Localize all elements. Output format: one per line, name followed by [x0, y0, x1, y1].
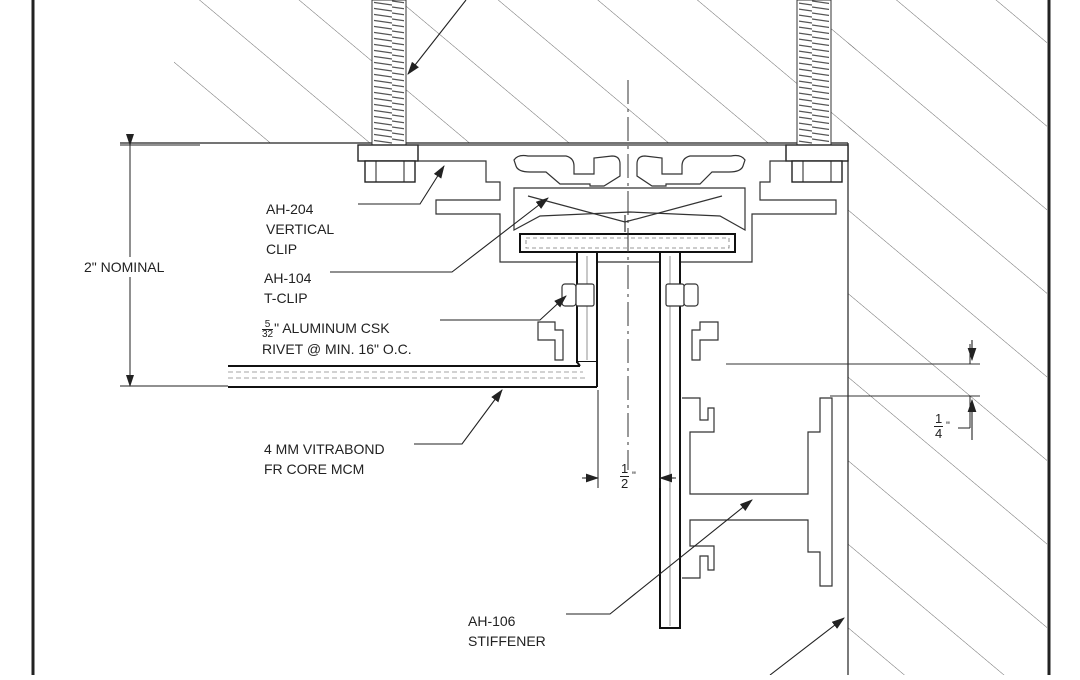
quarter-num: 1: [934, 411, 944, 427]
dimension-label-bg: [78, 257, 182, 277]
stiffener-extrusion: [682, 397, 833, 587]
sheet-border: [31, 0, 1051, 680]
rivet-fraction-num: 5: [262, 319, 274, 330]
t-clip-line2: T-CLIP: [264, 290, 308, 306]
mcm-line1: 4 MM VITRABOND: [264, 441, 385, 457]
t-clip-code: AH-104: [264, 270, 312, 286]
reference-lines: [726, 363, 980, 397]
dimension-half-text: 1 2: [620, 461, 630, 491]
vertical-clip-line2: VERTICAL: [266, 221, 335, 237]
stiffener-line2: STIFFENER: [468, 633, 546, 649]
rivet-line1-text: " ALUMINUM CSK: [274, 320, 390, 336]
label-stiffener: AH-106 STIFFENER: [468, 611, 546, 651]
dimension-2-nominal-text: 2" NOMINAL: [84, 259, 165, 275]
vertical-clip-extrusion: [417, 144, 837, 263]
t-clip: [519, 233, 736, 629]
leaders: [330, 0, 977, 676]
mcm-panel: [228, 361, 598, 388]
quarter-den: 4: [935, 426, 943, 441]
dimension-quarter-unit: ": [946, 420, 950, 432]
substrate-top-hatch: [120, 0, 856, 144]
label-mcm: 4 MM VITRABOND FR CORE MCM: [264, 439, 385, 479]
dimension-quarter-text: 1 4: [934, 411, 944, 441]
screw-left: [357, 0, 419, 183]
rivet-left: [561, 283, 595, 307]
label-vertical-clip: AH-204 VERTICAL CLIP: [266, 199, 334, 259]
vertical-clip-code: AH-204: [266, 201, 314, 217]
screw-right: [785, 0, 849, 183]
vertical-clip-line3: CLIP: [266, 241, 298, 257]
half-den: 2: [621, 476, 629, 491]
clip-lower-extrusion: [537, 321, 719, 361]
substrate-right-hatch: [847, 0, 1047, 675]
mcm-line2: FR CORE MCM: [264, 461, 365, 477]
rivet-fraction-den: 32: [262, 328, 274, 340]
rivet-line2: RIVET @ MIN. 16" O.C.: [262, 340, 412, 357]
rivet-right: [665, 283, 699, 307]
half-num: 1: [620, 461, 630, 477]
label-t-clip: AH-104 T-CLIP: [264, 268, 311, 308]
stiffener-code: AH-106: [468, 613, 516, 629]
dimension-half-unit: ": [632, 470, 636, 482]
